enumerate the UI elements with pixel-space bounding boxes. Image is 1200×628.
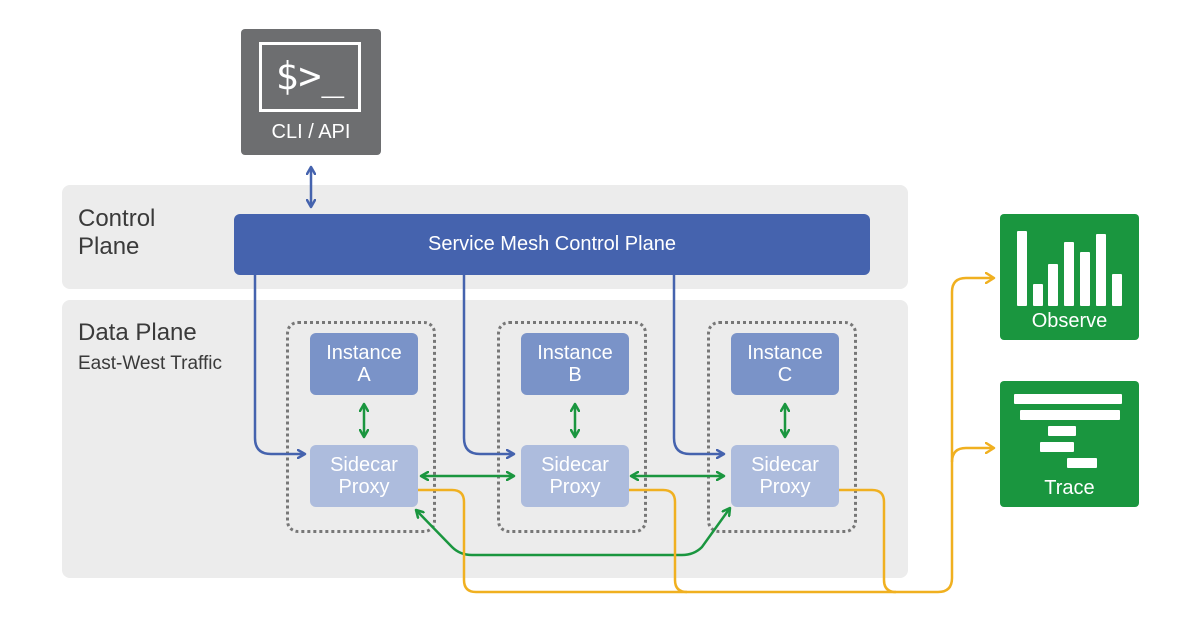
trace-box[interactable]: Trace [1000, 381, 1139, 507]
cli-api-box[interactable]: $>_ CLI / API [241, 29, 381, 155]
proxy-a-c-arrow [416, 508, 730, 557]
sidecar-proxy-c[interactable]: Sidecar Proxy [731, 445, 839, 507]
control-to-proxy-b [462, 275, 514, 454]
bar-chart-icon [1017, 231, 1122, 306]
instance-c[interactable]: Instance C [731, 333, 839, 395]
instance-group-a [286, 321, 436, 533]
cli-api-label: CLI / API [271, 121, 351, 143]
telemetry-proxy-c [838, 488, 897, 594]
control-to-proxy-a [253, 275, 305, 454]
terminal-icon: $>_ [259, 42, 361, 112]
data-plane-subtitle: East-West Traffic [78, 353, 222, 374]
telemetry-proxy-b [627, 488, 688, 594]
instance-a[interactable]: Instance A [310, 333, 418, 395]
trace-timeline-icon [1014, 394, 1122, 468]
instance-group-c [707, 321, 857, 533]
observe-label: Observe [1031, 310, 1108, 332]
sidecar-proxy-a[interactable]: Sidecar Proxy [310, 445, 418, 507]
service-mesh-control-plane[interactable]: Service Mesh Control Plane [234, 214, 870, 275]
data-plane-title: Data Plane [78, 319, 197, 346]
control-plane-title: Control Plane [78, 205, 156, 260]
control-to-proxy-c [672, 275, 724, 454]
telemetry-to-trace [937, 448, 994, 594]
sidecar-proxy-b[interactable]: Sidecar Proxy [521, 445, 629, 507]
instance-group-b [497, 321, 647, 533]
instance-b[interactable]: Instance B [521, 333, 629, 395]
telemetry-proxy-a [417, 488, 938, 594]
trace-label: Trace [1044, 477, 1095, 499]
observe-box[interactable]: Observe [1000, 214, 1139, 340]
telemetry-to-observe [950, 278, 994, 462]
